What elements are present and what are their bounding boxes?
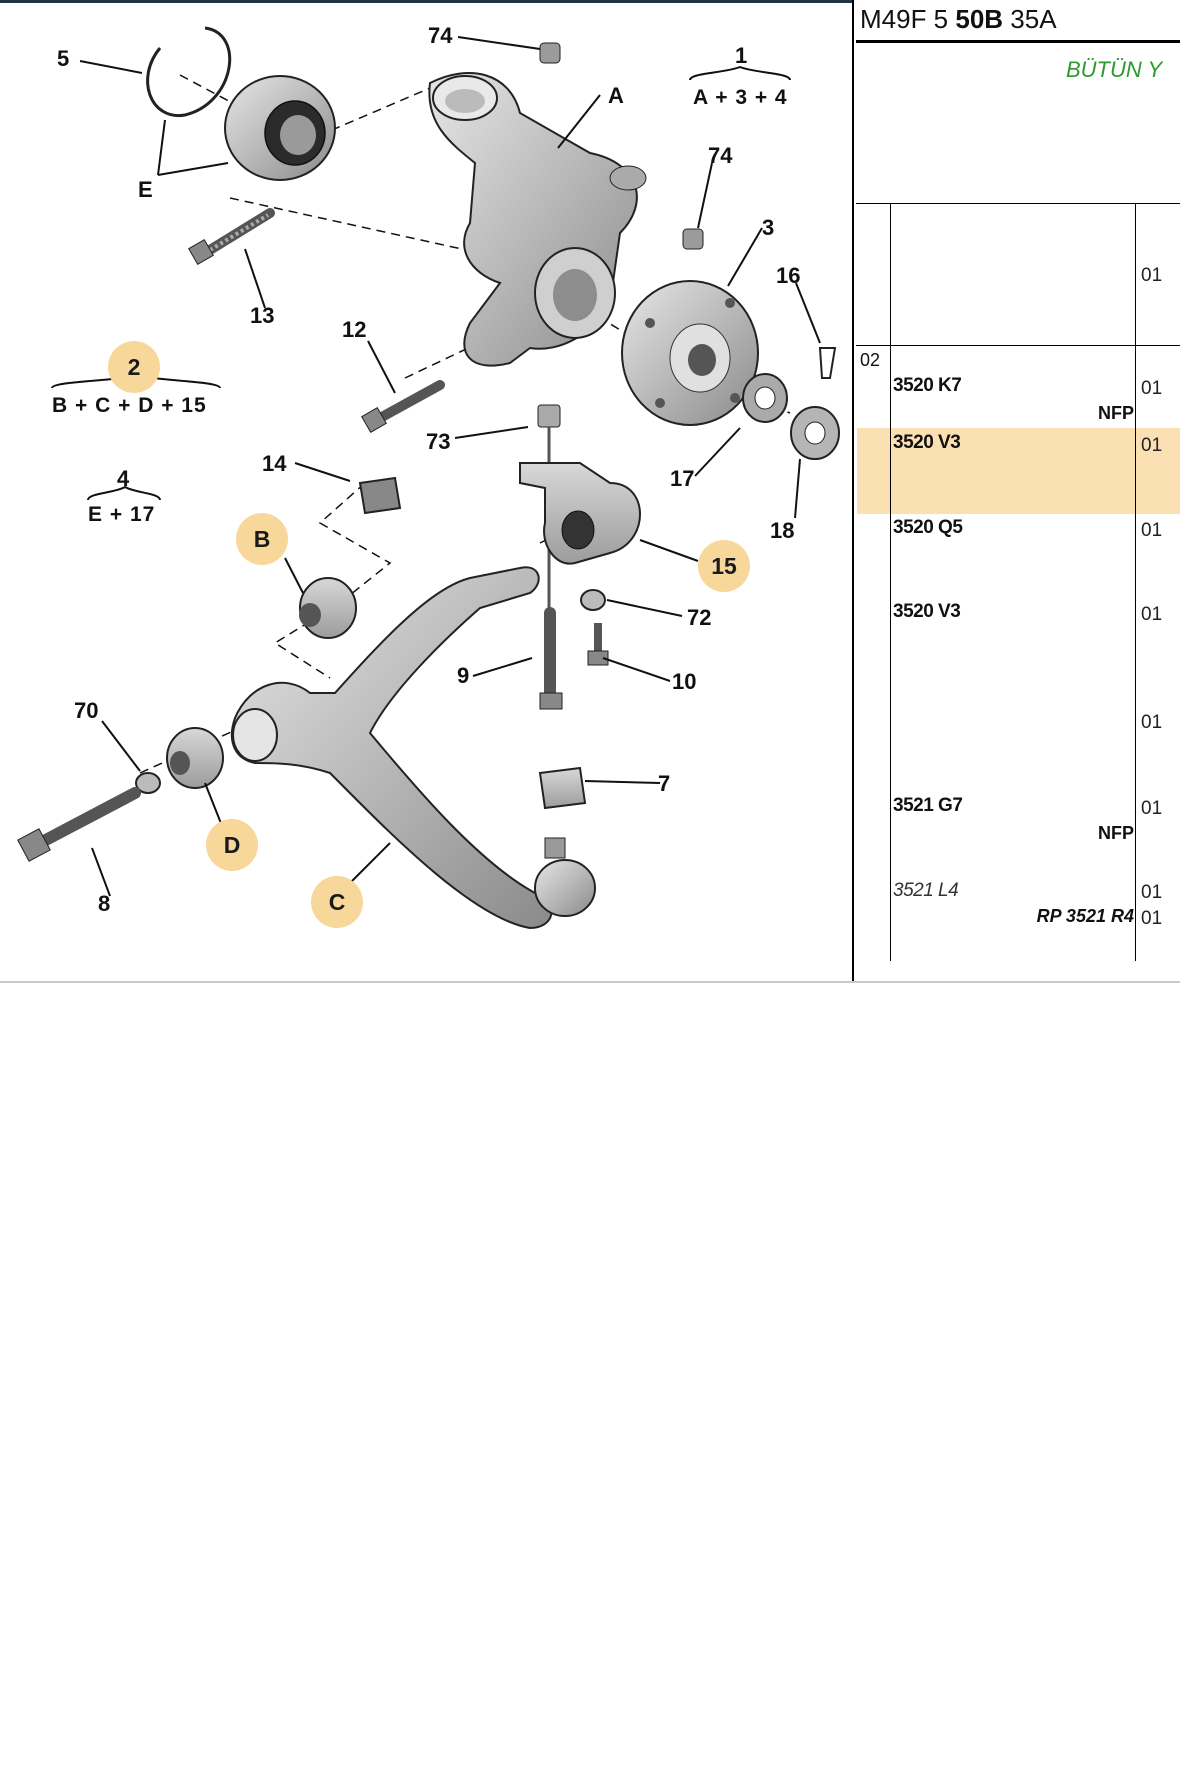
hub-washer-icon (742, 373, 788, 423)
callout-72: 72 (687, 605, 712, 630)
knuckle-bolt-icon (188, 208, 275, 265)
badge-B: B (236, 513, 288, 565)
nfp-note: NFP (1098, 403, 1134, 423)
callout-1: 1 (735, 43, 748, 68)
part-reference[interactable]: 3520 Q5 (893, 517, 963, 538)
callout-10: 10 (672, 669, 697, 694)
table-top-rule (856, 203, 1180, 204)
callout-13: 13 (250, 303, 275, 328)
part-reference[interactable]: 3520 V3 (893, 601, 961, 622)
exploded-diagram: 5 74 1 A A + 3 + 4 E 74 3 16 13 12 B + C… (0, 3, 852, 979)
bush-b-icon (299, 577, 357, 639)
bottom-rule (0, 981, 1180, 983)
ball-joint-icon (534, 766, 596, 917)
callout-70: 70 (74, 698, 99, 723)
control-arm-icon (230, 566, 553, 930)
split-pin-icon (818, 347, 837, 379)
callout-4: 4 (117, 466, 130, 491)
badge-C: C (311, 876, 363, 928)
scope-label: BÜTÜN Y (1066, 57, 1163, 82)
table-row-rule (856, 345, 1180, 346)
callout-A: A (608, 83, 624, 108)
qty-cell: 01 (1141, 604, 1163, 625)
top-rule (0, 0, 853, 3)
qty-cell: 01 (1141, 265, 1163, 286)
callout-9: 9 (457, 663, 470, 688)
formula-2: B + C + D + 15 (52, 394, 207, 417)
callout-18: 18 (770, 518, 795, 543)
callout-5: 5 (57, 46, 70, 71)
part-reference[interactable]: 3520 K7 (893, 375, 962, 396)
table-column-divider-right (1135, 203, 1136, 961)
qty-cell: 01 (1141, 882, 1163, 903)
qty-cell: 01 (1141, 520, 1163, 541)
part-reference-superseded[interactable]: 3521 L4 (893, 880, 959, 901)
callout-74-mid: 74 (708, 143, 733, 168)
parts-drawing (17, 26, 840, 930)
group-code: 02 (860, 350, 881, 370)
castle-nut-icon (790, 406, 840, 460)
wheel-bearing-icon (224, 75, 336, 181)
header-rule (856, 40, 1180, 43)
badge-D: D (206, 819, 258, 871)
callout-14: 14 (262, 451, 287, 476)
parts-catalog-screen: 5 74 1 A A + 3 + 4 E 74 3 16 13 12 B + C… (0, 0, 1180, 983)
part-reference[interactable]: 3520 V3 (893, 432, 961, 453)
callout-12: 12 (342, 317, 367, 342)
ref-part-2: 35A (1003, 4, 1057, 34)
qty-cell: 01 (1141, 798, 1163, 819)
part-reference[interactable]: 3521 G7 (893, 795, 963, 816)
formula-4: E + 17 (88, 503, 156, 526)
nfp-note: NFP (1098, 823, 1134, 843)
callout-E: E (138, 177, 153, 202)
wheel-hub-icon (621, 280, 759, 426)
badge-15: 15 (698, 540, 750, 592)
table-column-divider-left (890, 203, 891, 961)
qty-cell: 01 (1141, 712, 1163, 733)
bush-d-icon (166, 727, 224, 789)
qty-cell: 01 (1141, 908, 1163, 929)
badge-2: 2 (108, 341, 160, 393)
callout-17: 17 (670, 466, 695, 491)
washer-icon (135, 589, 606, 794)
qty-cell: 01 (1141, 435, 1163, 456)
anti-roll-bracket-icon (519, 462, 641, 565)
steering-knuckle-icon (428, 72, 647, 367)
callout-73: 73 (426, 429, 451, 454)
circlip-icon (146, 26, 232, 117)
callout-16: 16 (776, 263, 801, 288)
callout-7: 7 (658, 771, 671, 796)
catalog-reference: M49F 5 50B 35A (860, 4, 1057, 35)
selected-row-highlight (857, 428, 1180, 514)
panel-divider (852, 0, 854, 981)
arm-bolt-icon (17, 787, 141, 862)
ref-part-1: M49F 5 (860, 4, 956, 34)
callout-8: 8 (98, 891, 111, 916)
rubber-stop-icon (358, 476, 402, 515)
callout-3: 3 (762, 215, 775, 240)
hub-bolt-icon (361, 380, 445, 433)
formula-1: A + 3 + 4 (693, 86, 788, 109)
small-bolt-icon (587, 623, 609, 666)
vertical-bolt-icon (539, 607, 563, 710)
ref-part-bold: 50B (955, 4, 1004, 34)
replacement-reference[interactable]: RP 3521 R4 (1036, 906, 1134, 926)
nut-icon (539, 42, 704, 250)
callout-74-top: 74 (428, 23, 453, 48)
qty-cell: 01 (1141, 378, 1163, 399)
